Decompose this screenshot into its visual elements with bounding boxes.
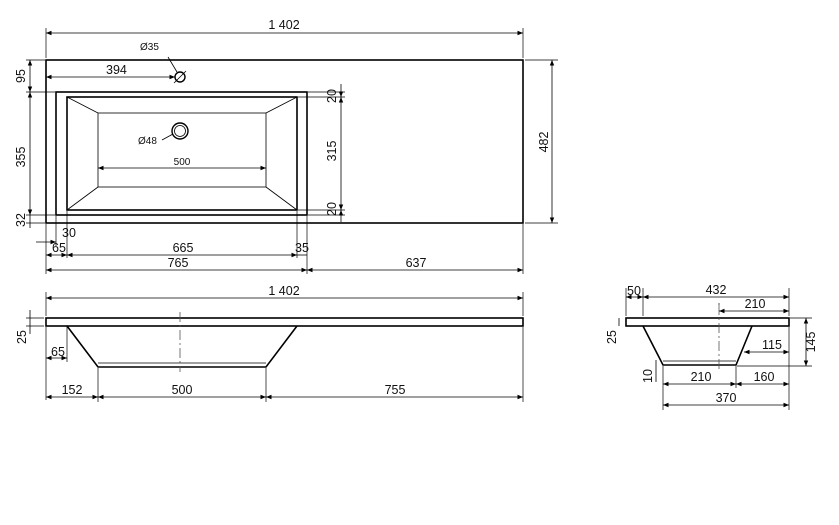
bowl-slope-tr [265, 96, 298, 114]
dim-row1-65: 65 [52, 241, 66, 255]
dim-overall-width: 1 402 [268, 18, 299, 32]
dim-bowl-floor-width: 500 [174, 157, 191, 168]
dim-side-drain-offset: 10 [641, 369, 655, 383]
dim-right-top-gap: 20 [325, 89, 339, 103]
dim-front-overall-width: 1 402 [268, 284, 299, 298]
dim-left-top-margin: 95 [14, 69, 28, 83]
dim-row2-765: 765 [168, 256, 189, 270]
dim-right-bottom-gap: 20 [325, 202, 339, 216]
front-slab [45, 317, 524, 327]
dim-side-bottom-right: 160 [754, 370, 775, 384]
dim-front-wall-slope: 65 [51, 345, 65, 359]
side-view: 50 432 210 25 145 115 10 210 160 370 [605, 283, 818, 410]
front-bowl-profile [66, 325, 298, 368]
dim-tap-hole-diameter: Ø35 [140, 42, 159, 53]
front-view: 1 402 25 65 152 500 755 [15, 284, 524, 402]
dim-row1-35: 35 [295, 241, 309, 255]
tap-hole-leader [167, 56, 178, 73]
dim-height-total: 482 [537, 132, 551, 153]
dim-left-bowl-height: 355 [14, 147, 28, 168]
drain-leader [161, 133, 174, 141]
dim-side-bottom-mid: 210 [691, 370, 712, 384]
dim-front-500: 500 [172, 383, 193, 397]
dim-side-total-height: 145 [804, 332, 818, 353]
dim-bottom-left-gap: 30 [62, 226, 76, 240]
dim-right-inner-height: 315 [325, 141, 339, 162]
dim-left-bottom-margin: 32 [14, 213, 28, 227]
bowl-outer-rim [55, 91, 308, 216]
tap-hole-cross [173, 70, 187, 84]
dim-side-top-right: 210 [745, 297, 766, 311]
drain-hole-inner [174, 125, 186, 137]
dim-front-slab-thickness: 25 [15, 330, 29, 344]
dim-side-inner-right: 115 [762, 338, 782, 352]
top-view: 1 402 Ø35 394 Ø48 500 482 95 355 32 20 [14, 18, 558, 274]
dim-side-bottom-total: 370 [716, 391, 737, 405]
dim-tap-hole-offset: 394 [106, 63, 127, 77]
drain-hole [171, 122, 189, 140]
dim-row1-665: 665 [173, 241, 194, 255]
bowl-inner-rim [66, 96, 298, 211]
dim-side-top-width: 432 [706, 283, 727, 297]
dim-side-top-left: 50 [627, 284, 641, 298]
dim-front-755: 755 [385, 383, 406, 397]
bowl-floor [97, 112, 267, 188]
bowl-slope-tl [66, 96, 99, 114]
dim-front-152: 152 [62, 383, 83, 397]
side-slab [625, 317, 790, 327]
countertop-outline [45, 59, 524, 224]
dim-side-slab-thickness: 25 [605, 330, 619, 344]
dim-drain-diameter: Ø48 [138, 136, 157, 147]
dim-row2-637: 637 [406, 256, 427, 270]
side-bowl-profile [642, 325, 753, 366]
bowl-slope-bl [66, 186, 99, 211]
bowl-slope-br [265, 186, 298, 211]
